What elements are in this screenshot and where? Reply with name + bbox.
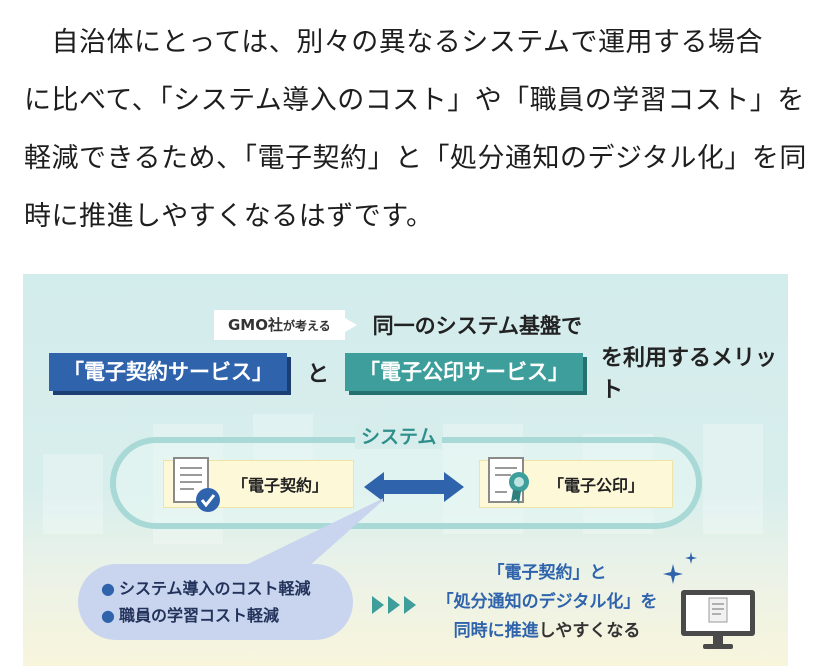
result-emphasis: 同時に推進 [453, 621, 539, 641]
badge-small-text: が考える [283, 319, 331, 333]
background-tile [703, 424, 763, 534]
speech-bubble-tail [223, 498, 383, 576]
paragraph-line: 軽減できるため、「電子契約」と「処分通知のデジタル化」を同 [24, 143, 807, 174]
system-label: システム [355, 422, 443, 449]
e-seal-card-label: 「電子公印」 [548, 476, 645, 495]
triple-chevron-icon [372, 596, 416, 614]
result-line-3: 同時に推進しやすくなる [423, 617, 671, 646]
document-seal-icon [488, 457, 529, 504]
benefit-text: システム導入のコスト軽減 [118, 579, 311, 598]
benefit-item: ●システム導入のコスト軽減 [101, 575, 311, 602]
e-contract-card-label: 「電子契約」 [232, 476, 329, 495]
headline-2-tail: を利用するメリット [601, 346, 778, 403]
benefit-infographic: GMO社が考える 同一のシステム基盤で 「電子契約サービス」 と 「電子公印サー… [23, 274, 788, 666]
background-tile [43, 454, 103, 534]
benefits-bubble [78, 564, 353, 640]
gmo-badge: GMO社が考える [214, 310, 357, 340]
bullet-icon: ● [101, 606, 115, 625]
paragraph-line: に比べて、「システム導入のコスト」や「職員の学習コスト」を [24, 85, 805, 116]
result-rest: しやすくなる [538, 621, 641, 641]
headline-connector: と [307, 362, 330, 387]
article-paragraph: 自治体にとっては、別々の異なるシステムで運用する場合 に比べて、「システム導入の… [24, 14, 807, 246]
result-line-2: 「処分通知のデジタル化」を [436, 592, 658, 612]
headline-line-1: GMO社が考える 同一のシステム基盤で [214, 308, 582, 342]
headline-1-text: 同一のシステム基盤で [372, 314, 583, 338]
paragraph-line: 自治体にとっては、別々の異なるシステムで運用する場合 [24, 27, 763, 58]
document-check-icon [173, 457, 220, 512]
benefits-list: ●システム導入のコスト軽減 ●職員の学習コスト軽減 [101, 575, 311, 629]
paragraph-line: 時に推進しやすくなるはずです。 [24, 201, 434, 232]
tag-e-seal-service: 「電子公印サービス」 [345, 353, 584, 391]
monitor-icon [681, 590, 755, 649]
benefit-text: 職員の学習コスト軽減 [118, 606, 279, 625]
result-text: 「電子契約」と 「処分通知のデジタル化」を 同時に推進しやすくなる [423, 559, 671, 646]
sparkle-icon [663, 564, 683, 584]
headline-line-2: 「電子契約サービス」 と 「電子公印サービス」 を利用するメリット [49, 346, 788, 403]
bullet-icon: ● [101, 579, 115, 598]
result-line-1: 「電子契約」と [487, 563, 607, 583]
benefit-item: ●職員の学習コスト軽減 [101, 602, 311, 629]
badge-main-text: GMO社 [228, 316, 283, 334]
sparkle-icon [685, 552, 697, 564]
tag-e-contract-service: 「電子契約サービス」 [49, 353, 287, 391]
bidirectional-arrow-icon [364, 472, 464, 502]
